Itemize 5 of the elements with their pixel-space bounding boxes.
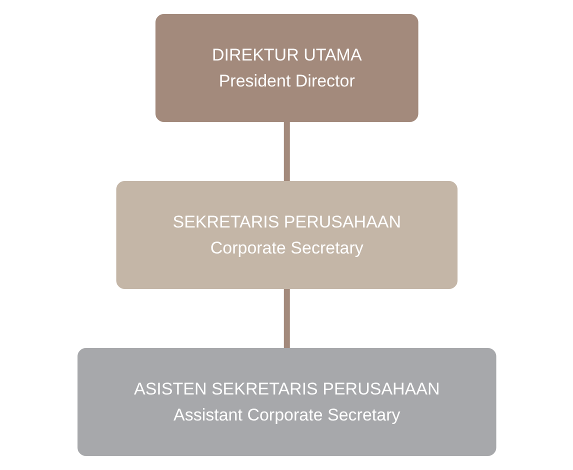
connector — [284, 122, 290, 182]
node-box: ASISTEN SEKRETARIS PERUSAHAAN Assistant Corporate Secretary — [77, 348, 496, 456]
node-box: DIREKTUR UTAMA President Director — [155, 14, 418, 122]
connector — [284, 288, 290, 348]
node-box: SEKRETARIS PERUSAHAAN Corporate Secretary — [116, 181, 458, 289]
